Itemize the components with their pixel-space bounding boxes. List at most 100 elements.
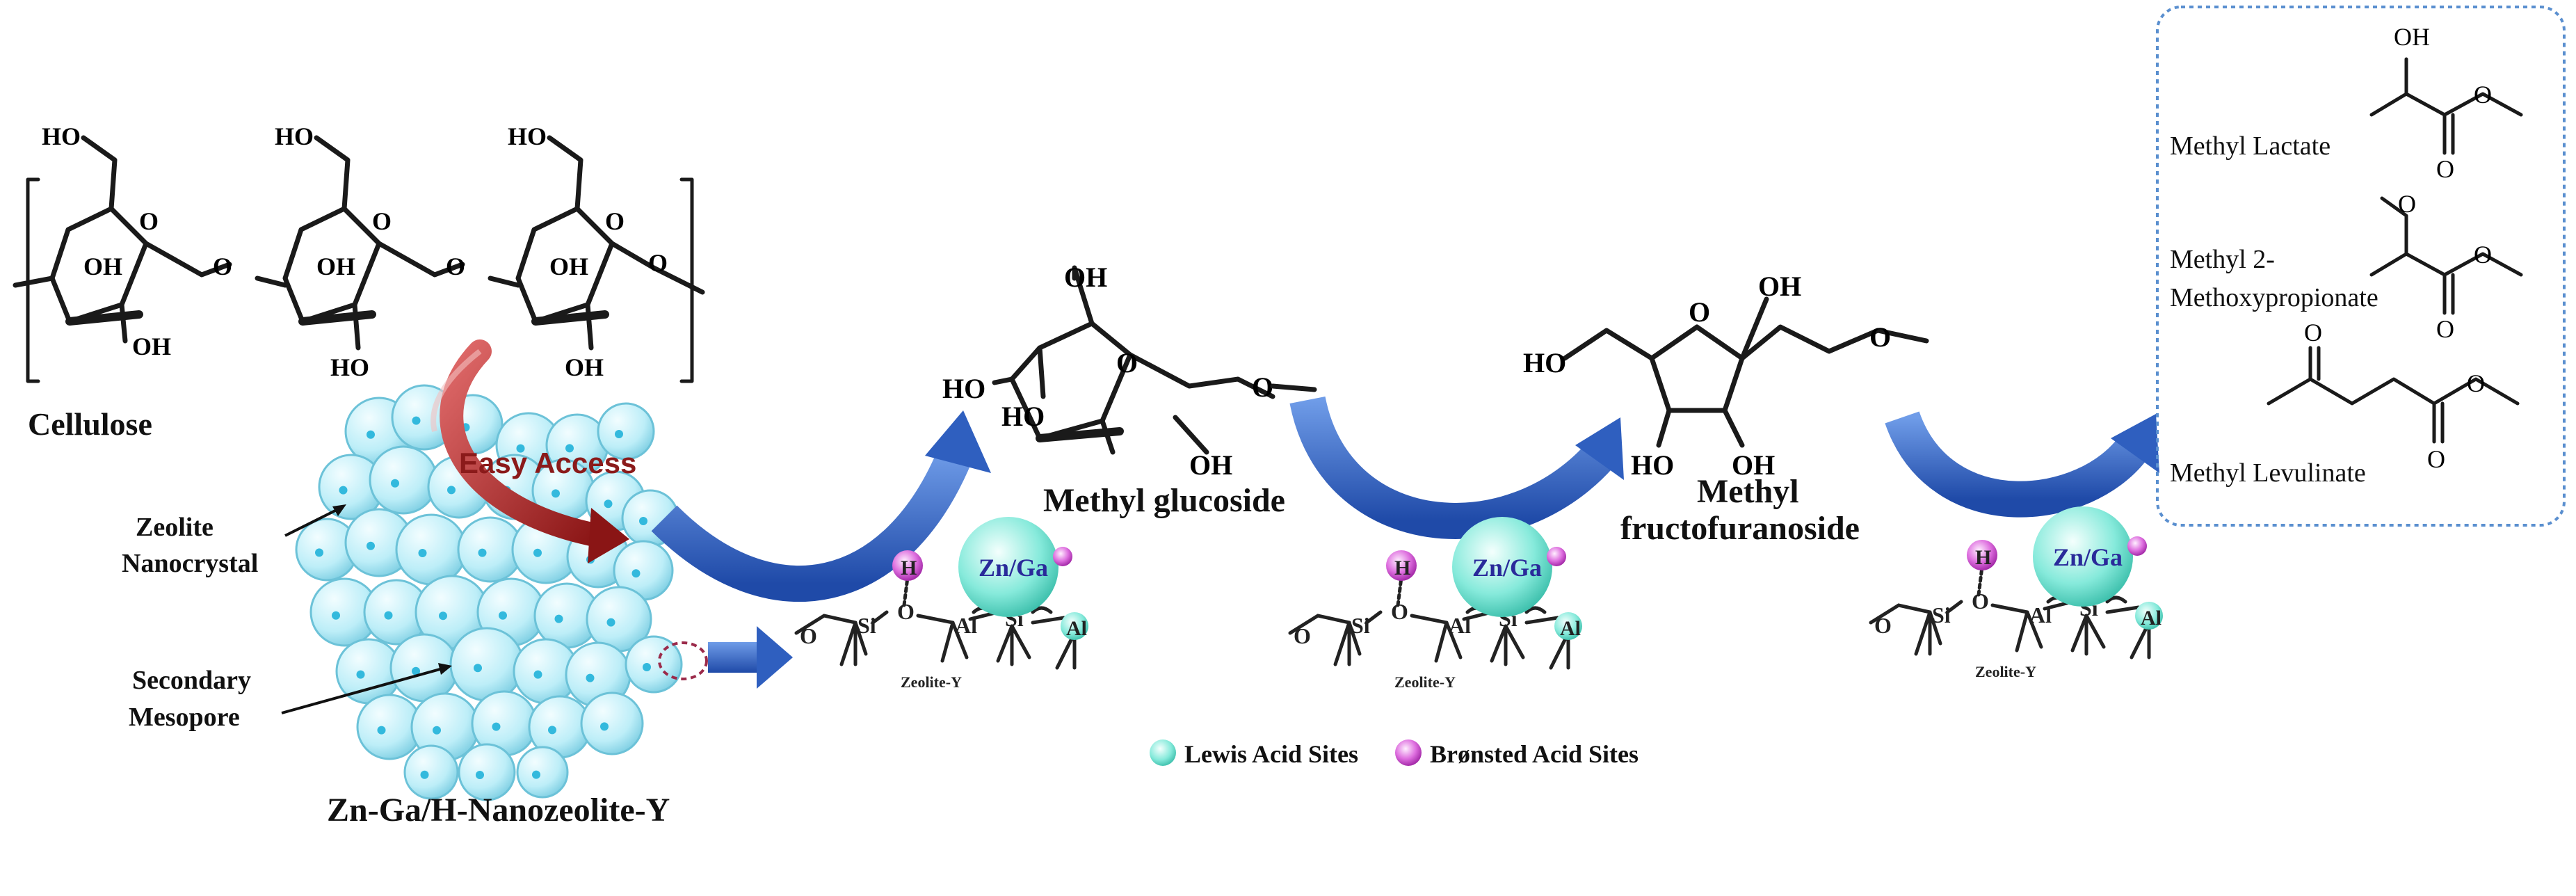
oh-label: OH — [565, 353, 604, 381]
ho-label: HO — [330, 353, 369, 381]
o-ester-label: O — [2467, 369, 2485, 397]
pore-dot — [604, 499, 613, 509]
ho-label: HO — [508, 122, 547, 150]
pore-dot — [367, 430, 375, 439]
pore-dot — [533, 548, 542, 557]
oh-label: OH — [1189, 449, 1232, 481]
oh-label: OH — [1732, 449, 1775, 481]
glucose-unit-2: HO OH O HO O — [255, 122, 465, 381]
o-ring-label: O — [1689, 296, 1710, 328]
pore-dot — [367, 541, 375, 550]
pore-dot — [516, 444, 525, 453]
o-ring-label: O — [139, 207, 159, 235]
o-carbonyl-label: O — [2436, 155, 2454, 183]
nanocrystal-sphere — [395, 513, 467, 586]
pore-dot — [439, 611, 447, 621]
bronsted-acid-site — [1967, 540, 1997, 570]
methyl-glucoside-structure: OH HO HO O OH O — [942, 262, 1317, 481]
lewis-acid-site-small — [1554, 612, 1582, 640]
al-atom-label: Al — [1560, 617, 1581, 640]
o-carbonyl-label: O — [2427, 445, 2445, 473]
o-carbonyl-label: O — [2436, 315, 2454, 343]
pore-dot — [391, 479, 399, 488]
nanocrystal-sphere — [597, 402, 655, 461]
arrow-to-methyl-fructofuranoside — [1289, 396, 1624, 539]
pore-dot — [606, 618, 615, 627]
o-ring-label: O — [605, 207, 625, 235]
methyl-levulinate-label: Methyl Levulinate — [2170, 458, 2366, 488]
bronsted-legend-label: Brønsted Acid Sites — [1430, 740, 1639, 768]
pore-dot — [552, 489, 560, 498]
nanocrystal-sphere — [458, 743, 516, 801]
methyl-glucoside-label: Methyl glucoside — [1043, 482, 1285, 519]
pore-dot — [615, 430, 623, 438]
pore-dot — [474, 664, 482, 673]
pore-dot — [476, 771, 484, 779]
o-glycosidic-label: O — [446, 253, 465, 280]
pore-dot — [384, 611, 393, 620]
arrow-to-products — [1885, 410, 2159, 518]
pore-dot — [532, 770, 540, 779]
bracket-right — [679, 177, 694, 383]
si-atom-label: Si — [1351, 613, 1370, 638]
pore-dot — [499, 611, 507, 620]
o-ring-label: O — [372, 207, 392, 235]
lewis-acid-site — [958, 517, 1058, 617]
h-atom-label: H — [1394, 557, 1410, 579]
nanocrystal-sphere — [516, 746, 569, 799]
secondary-mesopore-label-line2: Mesopore — [129, 703, 240, 732]
mesopore-pointer — [281, 666, 446, 714]
bronsted-acid-site-small — [2127, 536, 2147, 556]
zeolite-nanocrystal-label-line1: Zeolite — [136, 513, 214, 542]
methyl-fructofuranoside-label-line2: fructofuranoside — [1620, 510, 1860, 547]
methyl-fructofuranoside-label-line1: Methyl — [1697, 473, 1799, 510]
pore-dot — [643, 663, 651, 671]
easy-access-arrow — [430, 339, 629, 563]
nanocrystal-sphere — [403, 744, 459, 800]
arrow-to-methyl-glucoside — [651, 410, 991, 602]
glucose-unit-3: HO OH O OH O — [488, 122, 705, 381]
block-arrow-to-site — [708, 626, 793, 689]
methyl-methoxypropionate-structure: O O O — [2369, 190, 2523, 343]
acid-site-legend: Lewis Acid Sites Brønsted Acid Sites — [1150, 739, 1639, 768]
products-box: OH O O Methyl Lactate O O O Methyl 2- Me… — [2156, 6, 2566, 527]
ho-label: HO — [275, 122, 314, 150]
pore-dot — [639, 517, 647, 525]
methyl-methoxypropionate-label-line2: Methoxypropionate — [2170, 283, 2378, 312]
methyl-lactate-structure: OH O O — [2369, 23, 2523, 183]
nanocrystal-sphere — [369, 445, 438, 515]
methyl-methoxypropionate-label-line1: Methyl 2- — [2170, 245, 2275, 274]
o-ketone-label: O — [2304, 319, 2322, 346]
lewis-acid-site-small — [2135, 602, 2163, 630]
pore-dot — [412, 416, 421, 425]
easy-access-label: Easy Access — [459, 447, 636, 479]
methyl-fructofuranoside-structure: O HO HO OH OH O — [1523, 271, 1929, 481]
o-methoxy-label: O — [1252, 371, 1273, 403]
al-atom-label: Al — [2141, 607, 2162, 630]
oh-label: OH — [1064, 262, 1107, 293]
o-methoxy-label: O — [2398, 190, 2416, 218]
pore-dot — [565, 444, 574, 453]
secondary-mesopore-label-line1: Secondary — [132, 666, 251, 695]
pore-dot — [339, 486, 348, 495]
pore-dot — [332, 611, 340, 620]
methyl-levulinate-structure: O O O — [2267, 319, 2520, 473]
pore-dot — [478, 548, 487, 557]
pore-dot — [533, 670, 542, 679]
o-atom-label: O — [1391, 599, 1408, 624]
cellulose-label: Cellulose — [28, 406, 152, 442]
al-atom-label: Al — [2029, 602, 2052, 627]
lewis-acid-site — [1452, 517, 1552, 617]
nanocrystal-sphere — [625, 635, 683, 694]
zeolite-nanocrystal-label-line2: Nanocrystal — [122, 549, 258, 578]
al-atom-label: Al — [1066, 617, 1087, 640]
pore-dot — [492, 722, 501, 731]
metal-site-label: Zn/Ga — [979, 554, 1048, 582]
ho-label: HO — [1001, 401, 1045, 432]
bronsted-acid-site-small — [1053, 547, 1072, 566]
pore-dot — [433, 726, 441, 735]
